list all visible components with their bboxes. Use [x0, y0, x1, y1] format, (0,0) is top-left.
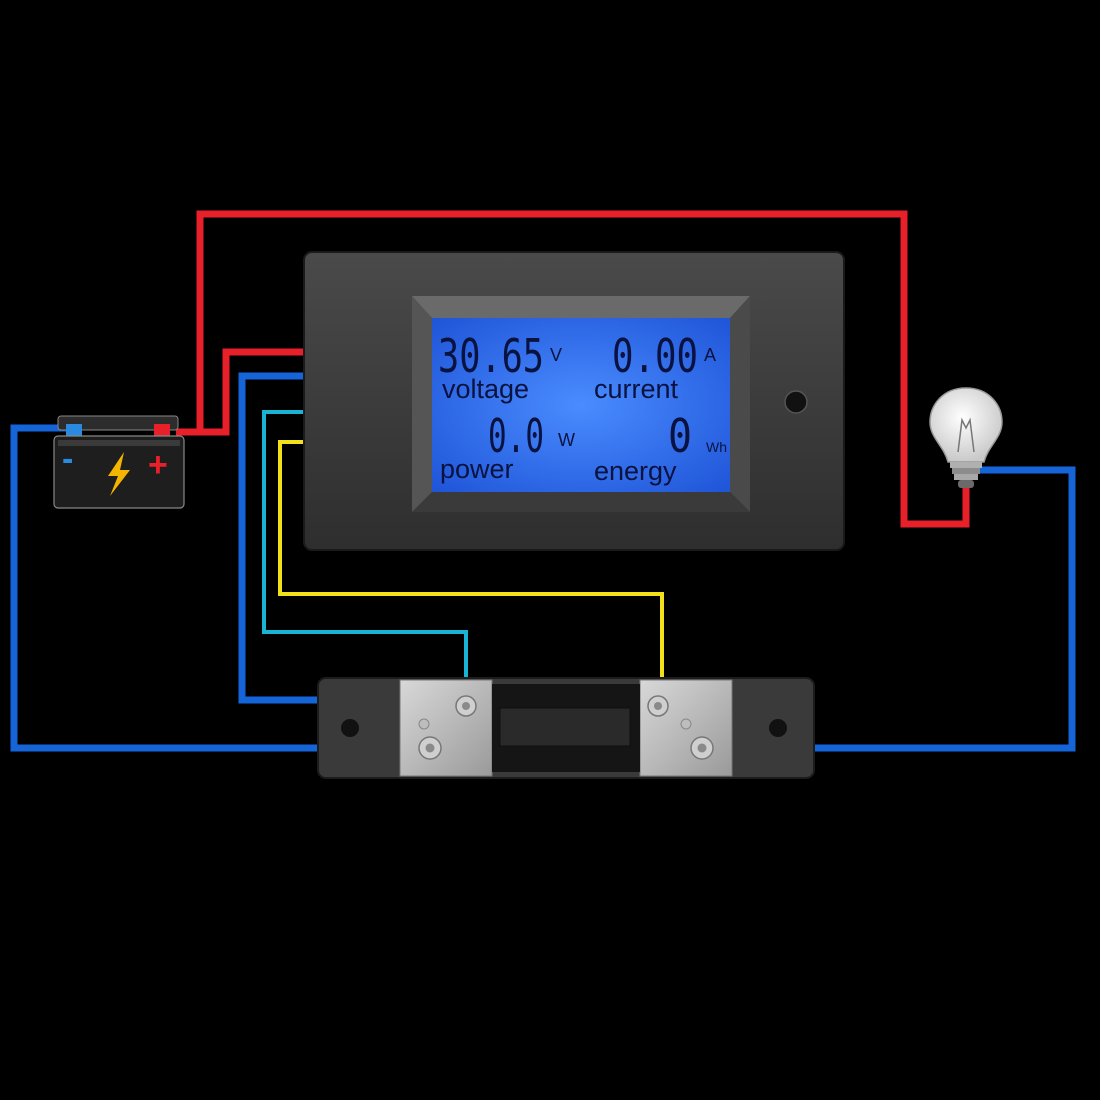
energy-unit: Wh [706, 439, 727, 455]
current-value: 0.00 [612, 329, 698, 383]
meter-button-icon [784, 390, 808, 414]
screw-terminal-icon [418, 736, 442, 760]
blue-wire-battery-to-shunt [10, 424, 430, 752]
energy-value: 0 [668, 409, 692, 463]
voltage-value: 30.65 [438, 329, 544, 383]
yellow-wire-sense [278, 440, 664, 700]
screw-terminal-icon [690, 736, 714, 760]
blue-wire-shunt-to-lamp [700, 466, 1076, 752]
current-label: current [594, 374, 679, 404]
power-label: power [440, 454, 514, 484]
voltage-unit: V [550, 345, 562, 365]
shunt-block-left [399, 679, 493, 777]
shunt-resistor [317, 677, 815, 779]
power-value: 0.0 [488, 409, 544, 463]
red-wire-battery-to-meter [176, 348, 304, 436]
lcd-screen [432, 318, 730, 492]
wires [10, 210, 1076, 752]
screw-terminal-icon [455, 695, 477, 717]
voltage-label: voltage [442, 374, 529, 404]
cyan-wire-sense [262, 410, 468, 700]
negative-symbol: - [62, 440, 73, 478]
mount-hole-left [341, 719, 359, 737]
power-unit: W [558, 430, 575, 450]
battery-icon: - + [53, 415, 185, 509]
screw-terminal-icon [647, 695, 669, 717]
current-unit: A [704, 345, 716, 365]
power-meter: 30.65 V 0.00 A voltage current 0.0 W 0 W… [303, 251, 845, 551]
lightning-icon [108, 452, 130, 496]
energy-label: energy [594, 456, 677, 486]
light-bulb-icon [929, 387, 1003, 488]
signal-wires [262, 410, 664, 700]
positive-symbol: + [148, 446, 168, 484]
mount-hole-right [769, 719, 787, 737]
positive-terminal [154, 424, 170, 436]
negative-terminal [66, 424, 82, 436]
lcd-bezel [412, 296, 750, 318]
